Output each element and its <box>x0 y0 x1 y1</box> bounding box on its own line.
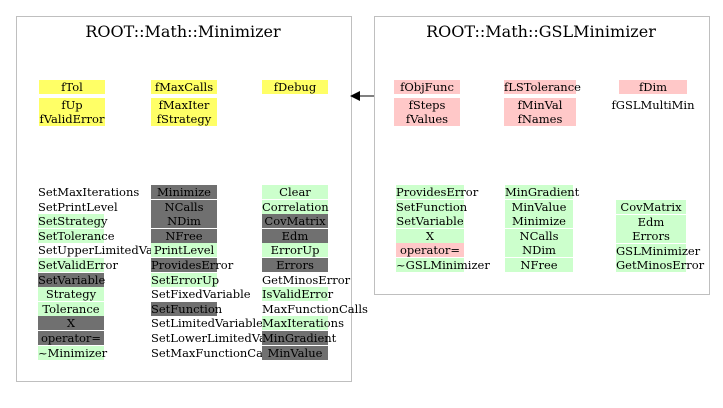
method-mingradient: MinGradient <box>262 331 337 345</box>
method-setvariable: SetVariable <box>38 272 106 287</box>
method-covmatrix: CovMatrix <box>616 200 686 214</box>
method-ncalls: NCalls <box>151 199 217 214</box>
method-mingradient: MinGradient <box>505 185 580 199</box>
member-fvaliderror: fValidError <box>39 112 105 126</box>
method-operator: operator= <box>396 243 464 258</box>
member-fminval: fMinVal <box>517 98 563 112</box>
method-x: X <box>396 228 464 243</box>
method-ndim: NDim <box>151 214 217 229</box>
member-ftol: fTol <box>39 80 105 94</box>
method-seterrorup: SetErrorUp <box>151 272 220 287</box>
method-gslminimizer: GSLMinimizer <box>616 243 701 258</box>
method-minimize: Minimize <box>151 185 217 199</box>
method-setlowerlimitedvariable: SetLowerLimitedVariable <box>151 331 300 345</box>
method-isvaliderror: IsValidError <box>262 287 334 302</box>
method-getminoserror: GetMinosError <box>616 258 705 273</box>
method-nfree: NFree <box>151 228 217 243</box>
method-setfixedvariable: SetFixedVariable <box>151 287 251 302</box>
method-x: X <box>38 316 104 331</box>
method-minimizer: ~Minimizer <box>38 345 108 360</box>
member-fvalues: fValues <box>405 112 449 126</box>
member-fup-fvaliderror: fUp fValidError <box>39 98 105 126</box>
minimizer-class-title: ROOT::Math::Minimizer <box>85 22 281 41</box>
method-setmaxiterations: SetMaxIterations <box>38 185 140 199</box>
gslminimizer-class-title: ROOT::Math::GSLMinimizer <box>426 22 656 41</box>
member-fgslmultimin: fGSLMultiMin <box>611 98 695 112</box>
method-printlevel: PrintLevel <box>151 243 217 258</box>
member-fminval-fnames: fMinVal fNames <box>504 98 576 126</box>
method-correlation: Correlation <box>262 199 329 214</box>
method-ncalls: NCalls <box>505 228 573 243</box>
method-edm: Edm <box>616 214 686 229</box>
method-ndim: NDim <box>505 243 573 258</box>
member-fobjfunc: fObjFunc <box>394 80 460 94</box>
inheritance-arrow <box>350 91 376 101</box>
method-setlimitedvariable: SetLimitedVariable <box>151 316 263 331</box>
method-errors: Errors <box>262 258 328 272</box>
method-tolerance: Tolerance <box>38 301 104 316</box>
method-edm: Edm <box>262 228 328 243</box>
method-setstrategy: SetStrategy <box>38 214 108 229</box>
method-setvariable: SetVariable <box>396 214 464 229</box>
method-covmatrix: CovMatrix <box>262 214 328 229</box>
method-minvalue: MinValue <box>505 199 573 214</box>
member-fsteps: fSteps <box>408 98 446 112</box>
member-flstolerance: fLSTolerance <box>504 80 581 94</box>
member-fdebug: fDebug <box>262 80 328 94</box>
member-fmaxcalls: fMaxCalls <box>151 80 217 94</box>
method-clear: Clear <box>262 185 328 199</box>
method-setfunction: SetFunction <box>396 199 468 214</box>
method-setvaliderror: SetValidError <box>38 258 118 272</box>
method-setfunction: SetFunction <box>151 301 223 316</box>
member-fmaxiter-fstrategy: fMaxIter fStrategy <box>151 98 217 126</box>
method-getminoserror: GetMinosError <box>262 272 351 287</box>
method-provideserror: ProvidesError <box>396 185 479 199</box>
method-settolerance: SetTolerance <box>38 228 115 243</box>
member-fmaxiter: fMaxIter <box>158 98 210 112</box>
member-fstrategy: fStrategy <box>156 112 212 126</box>
method-strategy: Strategy <box>38 287 104 302</box>
method-minvalue: MinValue <box>262 345 328 360</box>
member-fup: fUp <box>61 98 83 112</box>
method-setupperlimitedvariable: SetUpperLimitedVariable <box>38 243 187 257</box>
method-maxiterations: MaxIterations <box>262 316 344 331</box>
method-minimize: Minimize <box>505 214 573 229</box>
member-fdim: fDim <box>619 80 687 94</box>
method-nfree: NFree <box>505 258 573 272</box>
method-maxfunctioncalls: MaxFunctionCalls <box>262 301 368 316</box>
method-setprintlevel: SetPrintLevel <box>38 199 118 214</box>
method-errorup: ErrorUp <box>262 243 328 258</box>
method-setmaxfunctioncalls: SetMaxFunctionCalls <box>151 345 277 360</box>
member-fsteps-fvalues: fSteps fValues <box>394 98 460 126</box>
method-gslminimizer: ~GSLMinimizer <box>396 258 490 272</box>
method-provideserror: ProvidesError <box>151 258 234 272</box>
method-operator: operator= <box>38 331 104 345</box>
member-fnames: fNames <box>517 112 563 126</box>
method-errors: Errors <box>616 229 686 244</box>
